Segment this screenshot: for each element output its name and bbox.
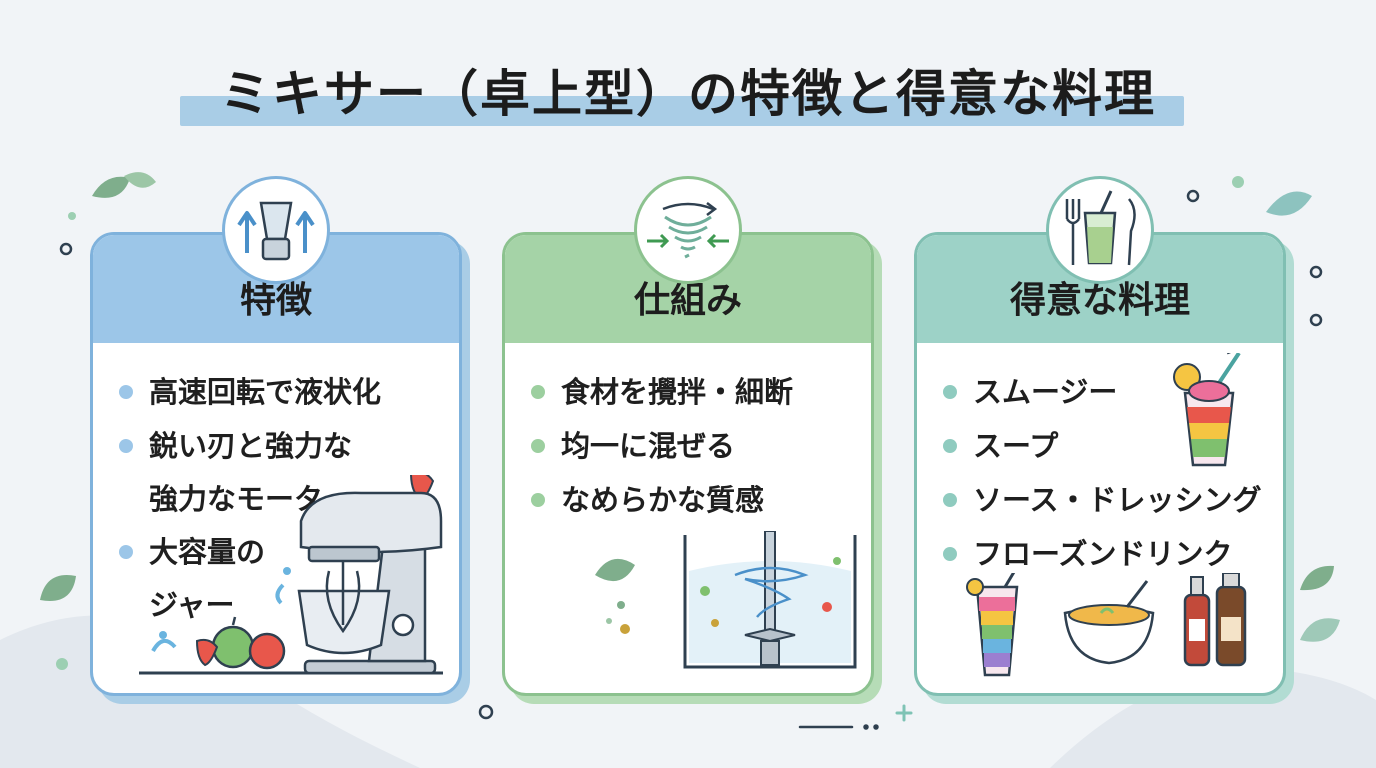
blender-arrows-icon [222,176,330,284]
page-title: ミキサー（卓上型）の特徴と得意な料理 [220,65,1156,123]
card-features: 特徴 高速回転で液状化 鋭い刃と強力な強力なモーター 大容量のジャー [90,232,462,696]
card-heading: 特徴 [239,280,312,321]
list-item: フローズンドリンク [943,527,1283,581]
dishes-list: スムージー スープ ソース・ドレッシング フローズンドリンク [917,343,1283,581]
list-item: 食材を攪拌・細断 [531,365,871,419]
card-header: 得意な料理 [917,235,1283,343]
title-underline [180,96,1184,126]
card-heading: 仕組み [633,280,742,321]
vortex-icon [634,176,742,284]
title-container: ミキサー（卓上型）の特徴と得意な料理 [0,62,1376,126]
dishes-illustration [966,573,1247,677]
card-mechanism: 仕組み 食材を攪拌・細断 均一に混ぜる なめらかな質感 [502,232,874,696]
card-heading: 得意な料理 [1009,280,1190,321]
list-item: スムージー [943,365,1283,419]
stand-mixer-illustration [139,475,443,675]
list-item: なめらかな質感 [531,473,871,527]
fork-drink-knife-icon [1046,176,1154,284]
list-item: 高速回転で液状化 [119,365,459,419]
mechanism-list: 食材を攪拌・細断 均一に混ぜる なめらかな質感 [505,343,871,527]
smoothie-cup-illustration [1173,353,1241,467]
blending-vortex-illustration [595,531,857,669]
list-item: 大容量のジャー [119,525,459,631]
leaf-icon [40,172,1340,642]
card-dishes: 得意な料理 スムージー スープ ソース・ドレッシング フローズンドリンク [914,232,1286,696]
list-item: 均一に混ぜる [531,419,871,473]
list-item: スープ [943,419,1283,473]
list-item: ソース・ドレッシング [943,473,1283,527]
